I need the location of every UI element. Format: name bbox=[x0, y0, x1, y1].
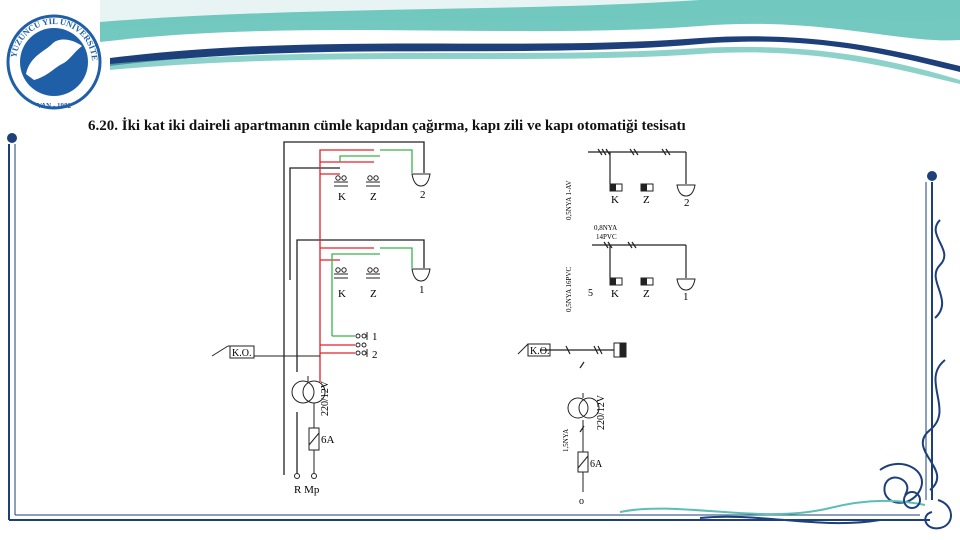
floor1-button-k bbox=[334, 267, 348, 279]
plan-transformer-label: 220/12V bbox=[596, 394, 607, 430]
top-ribbon bbox=[100, 0, 960, 84]
plan-door-opener-symbol bbox=[517, 342, 627, 358]
plan-floor1-button-z bbox=[640, 277, 654, 286]
floor2-button-k bbox=[334, 175, 348, 187]
plan-floor1-bell-icon bbox=[676, 278, 696, 291]
floor2-z-label: Z bbox=[370, 191, 377, 203]
plan-floor1-bell-label: 1 bbox=[683, 291, 689, 303]
plan-floor2-bell-label: 2 bbox=[684, 197, 690, 209]
plan-supply-label: o bbox=[579, 496, 584, 507]
door-opener-symbol bbox=[211, 345, 320, 359]
university-logo: YÜZÜNCÜ YIL ÜNİVERSİTESİ VAN - 1982 bbox=[4, 6, 102, 110]
floor1-z-label: Z bbox=[370, 288, 377, 300]
plan-transformer-symbol bbox=[567, 393, 600, 419]
door-button-1-label: 1 bbox=[372, 331, 378, 343]
floor1-k-label: K bbox=[338, 288, 346, 300]
floor2-bell-label: 2 bbox=[420, 189, 426, 201]
black-wire-outer bbox=[283, 141, 425, 475]
door-opener-label: K.O. bbox=[232, 348, 251, 359]
slide-title: 6.20. İki kat iki daireli apartmanın cüm… bbox=[88, 118, 686, 134]
plan-floor1-mark: 5 bbox=[588, 288, 593, 299]
floor1-button-z bbox=[366, 267, 380, 279]
floor2-bell-icon bbox=[411, 173, 431, 187]
plan-riser-cable-label: 0,8NYA bbox=[594, 224, 617, 232]
door-buttons bbox=[355, 332, 368, 357]
red-wire-main bbox=[319, 149, 374, 382]
plan-door-opener-label: K.O. bbox=[530, 346, 549, 357]
plan-floor1-k-label: K bbox=[611, 288, 619, 300]
installation-plan-diagram: K Z 2 0,5NYA 1-AV 0,8NYA 14PVC K Z 1 0,5… bbox=[517, 148, 696, 507]
plan-riser-conduit-label: 14PVC bbox=[596, 233, 617, 241]
supply-terminal-r bbox=[294, 473, 300, 479]
floor2-button-z bbox=[366, 175, 380, 187]
logo-year-text: VAN - 1982 bbox=[37, 102, 72, 110]
supply-label: R Mp bbox=[294, 484, 320, 496]
plan-floor1-z-label: Z bbox=[643, 288, 650, 300]
supply-terminal-mp bbox=[311, 473, 317, 479]
floor1-bell-label: 1 bbox=[419, 284, 425, 296]
wiring-schematic-diagram: K Z 2 K Z 1 1 2 K.O. 220/12V bbox=[211, 141, 431, 496]
plan-floor1-cable-label: 0,5NYA 16PVC bbox=[565, 267, 573, 312]
plan-floor2-bell-icon bbox=[676, 184, 696, 197]
plan-floor1-button-k bbox=[609, 277, 623, 286]
transformer-label: 220/12V bbox=[320, 380, 331, 416]
black-wire-floor2 bbox=[289, 167, 340, 280]
plan-floor2-cable-label: 0,5NYA 1-AV bbox=[565, 180, 573, 220]
green-wire-floor2-k bbox=[339, 155, 380, 162]
right-ornament bbox=[619, 171, 952, 530]
green-wire-riser bbox=[331, 253, 380, 336]
fuse-label: 6A bbox=[321, 434, 335, 446]
black-wire-floor1 bbox=[296, 239, 425, 350]
plan-floor2-k-label: K bbox=[611, 194, 619, 206]
floor1-bell-icon bbox=[411, 268, 431, 282]
plan-floor2-z-label: Z bbox=[643, 194, 650, 206]
plan-floor2-button-z bbox=[640, 183, 654, 192]
plan-fuse-label: 6A bbox=[590, 459, 603, 470]
floor2-k-label: K bbox=[338, 191, 346, 203]
left-border bbox=[7, 133, 930, 521]
plan-floor2-button-k bbox=[609, 183, 623, 192]
green-wire-floor2 bbox=[380, 149, 413, 173]
door-button-2-label: 2 bbox=[372, 349, 378, 361]
fuse-symbol bbox=[308, 403, 320, 473]
green-wire-floor1 bbox=[380, 247, 413, 268]
plan-low-cable-label: 1,5NYA bbox=[562, 429, 570, 452]
plan-fuse-symbol bbox=[577, 420, 589, 492]
